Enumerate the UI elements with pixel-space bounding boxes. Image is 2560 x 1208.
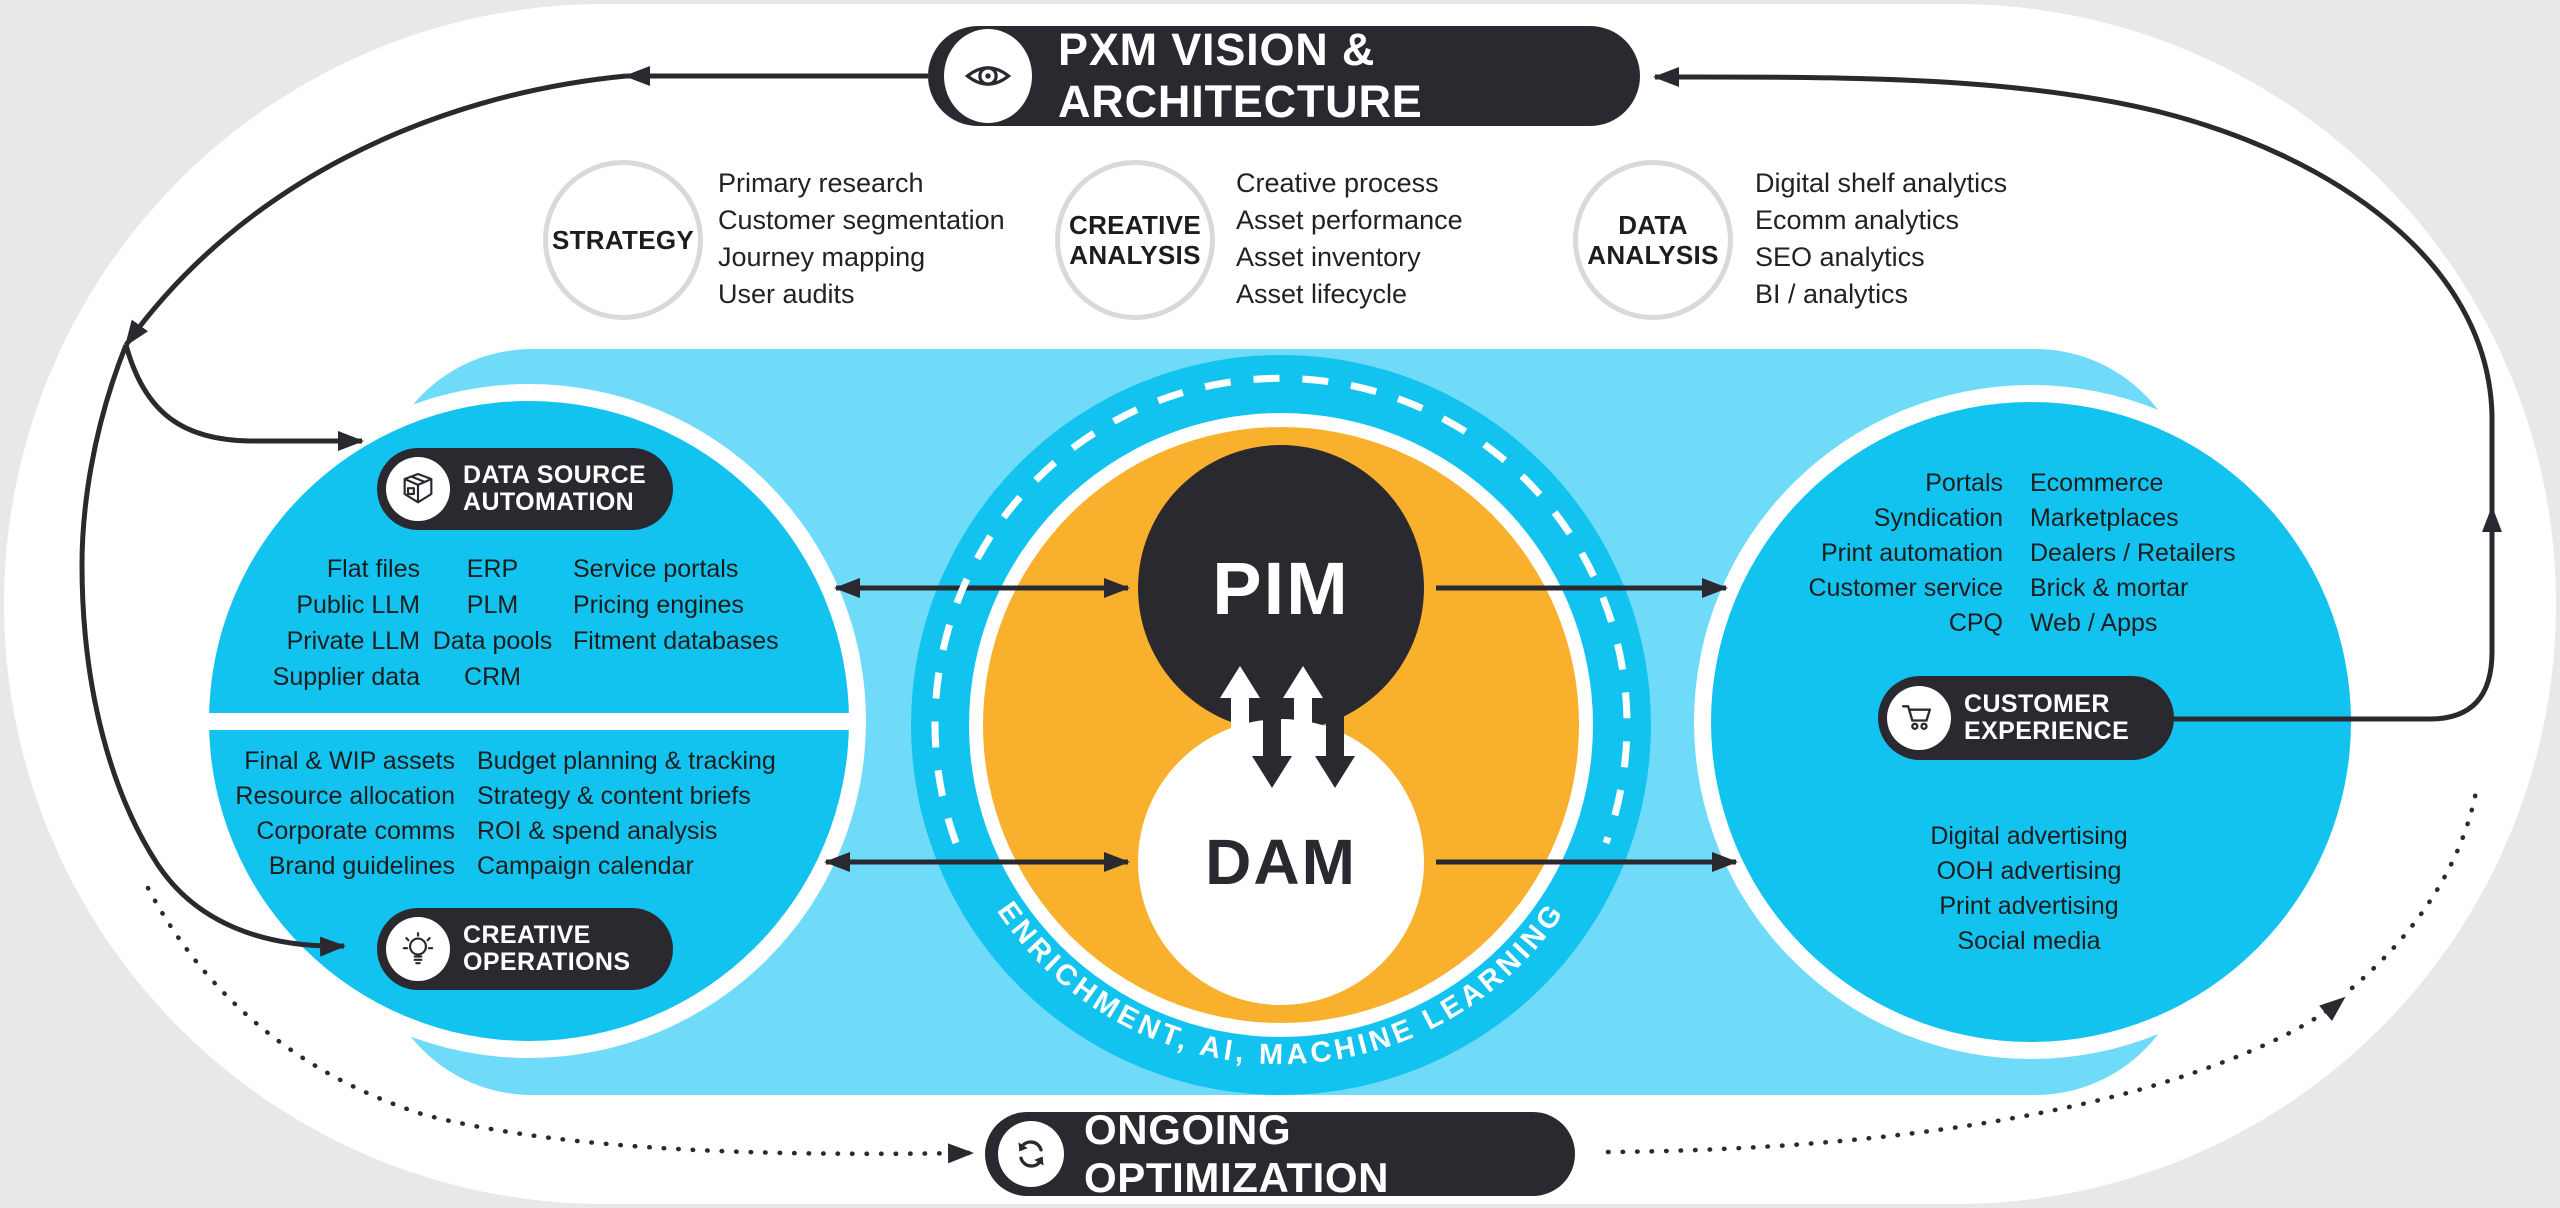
list-item: BI / analytics [1755,279,1909,309]
list-item: OOH advertising [1936,857,2122,885]
pxm-vision-title: PXM VISION & ARCHITECTURE [1058,24,1423,127]
list-item: Ecomm analytics [1755,205,1960,235]
list-item: Asset inventory [1236,242,1421,272]
list-item: CRM [464,663,521,691]
list-item: ERP [466,555,519,583]
phase-circle-data-analysis: DATA ANALYSIS [1573,160,1733,320]
list-item: CPQ [1948,609,2003,637]
dsa-column-2: ERP PLM Data pools CRM [430,551,555,695]
list-item: Syndication [1873,504,2003,532]
creative-ops-column-1: Final & WIP assets Resource allocation C… [170,744,455,884]
list-item: Digital advertising [1930,822,2128,850]
list-item: Creative process [1236,168,1439,198]
list-item: Private LLM [286,627,420,655]
list-item: Data pools [432,627,553,655]
phase-label: DATA [1618,210,1688,240]
badge-label: CREATIVE [463,921,591,949]
list-item: Social media [1957,927,2101,955]
list-item: Primary research [718,168,924,198]
ongoing-optimization-pill: ONGOING OPTIMIZATION [985,1106,1575,1201]
dsa-column-3: Service portals Pricing engines Fitment … [573,551,843,659]
list-item: Print automation [1820,539,2003,567]
sync-icon [998,1121,1064,1187]
eye-icon [944,29,1032,123]
list-item: Marketplaces [2030,504,2179,532]
list-item: Pricing engines [573,591,744,619]
phase-label: STRATEGY [551,225,695,255]
phase-circle-creative-analysis: CREATIVE ANALYSIS [1055,160,1215,320]
customer-experience-badge: CUSTOMER EXPERIENCE [1878,676,2174,760]
cx-bottom-list: Digital advertising OOH advertising Prin… [1879,819,2179,959]
list-item: Budget planning & tracking [477,747,776,775]
dsa-column-1: Flat files Public LLM Private LLM Suppli… [225,551,420,695]
badge-label: DATA SOURCE [463,461,647,489]
list-item: Fitment databases [573,627,779,655]
phase-label: ANALYSIS [1069,240,1201,270]
list-item: Campaign calendar [477,852,694,880]
left-circle-divider [209,713,849,730]
phase-label: CREATIVE [1069,210,1201,240]
list-item: ROI & spend analysis [477,817,718,845]
list-item: Brick & mortar [2030,574,2189,602]
list-item: Public LLM [296,591,420,619]
data-analysis-list: Digital shelf analytics Ecomm analytics … [1755,165,2007,313]
lightbulb-icon [386,917,450,981]
list-item: Corporate comms [256,817,455,845]
phase-label: ANALYSIS [1587,240,1719,270]
list-item: Brand guidelines [268,852,455,880]
list-item: Final & WIP assets [244,747,455,775]
list-item: Dealers / Retailers [2030,539,2236,567]
list-item: Asset performance [1236,205,1463,235]
list-item: Resource allocation [235,782,455,810]
cart-icon [1887,686,1951,750]
list-item: Print advertising [1939,892,2119,920]
cx-column-1: Portals Syndication Print automation Cus… [1793,466,2004,641]
list-item: Portals [1925,469,2003,497]
list-item: Journey mapping [718,242,926,272]
list-item: Supplier data [272,663,420,691]
pim-label: PIM [1212,546,1350,630]
strategy-list: Primary research Customer segmentation J… [718,165,1005,313]
badge-label: EXPERIENCE [1964,717,2130,745]
ongoing-optimization-title: ONGOING OPTIMIZATION [1084,1106,1390,1201]
list-item: Customer segmentation [718,205,1005,235]
creative-ops-column-2: Budget planning & tracking Strategy & co… [477,744,827,884]
list-item: Flat files [326,555,420,583]
badge-label: CUSTOMER [1964,690,2110,718]
list-item: Ecommerce [2030,469,2164,497]
badge-label: AUTOMATION [463,488,635,516]
cx-column-2: Ecommerce Marketplaces Dealers / Retaile… [2030,466,2310,641]
list-item: Service portals [573,555,739,583]
dam-label: DAM [1205,826,1357,898]
package-icon [386,457,450,521]
list-item: SEO analytics [1755,242,1925,272]
list-item: Strategy & content briefs [477,782,751,810]
list-item: Asset lifecycle [1236,279,1408,309]
list-item: Web / Apps [2030,609,2158,637]
phase-circle-strategy: STRATEGY [543,160,703,320]
list-item: User audits [718,279,855,309]
badge-label: OPERATIONS [463,948,631,976]
list-item: PLM [466,591,519,619]
list-item: Customer service [1808,574,2004,602]
creative-analysis-list: Creative process Asset performance Asset… [1236,165,1463,313]
list-item: Digital shelf analytics [1755,168,2008,198]
pxm-vision-pill: PXM VISION & ARCHITECTURE [928,24,1640,127]
creative-operations-badge: CREATIVE OPERATIONS [377,908,673,990]
data-source-automation-badge: DATA SOURCE AUTOMATION [377,448,673,530]
